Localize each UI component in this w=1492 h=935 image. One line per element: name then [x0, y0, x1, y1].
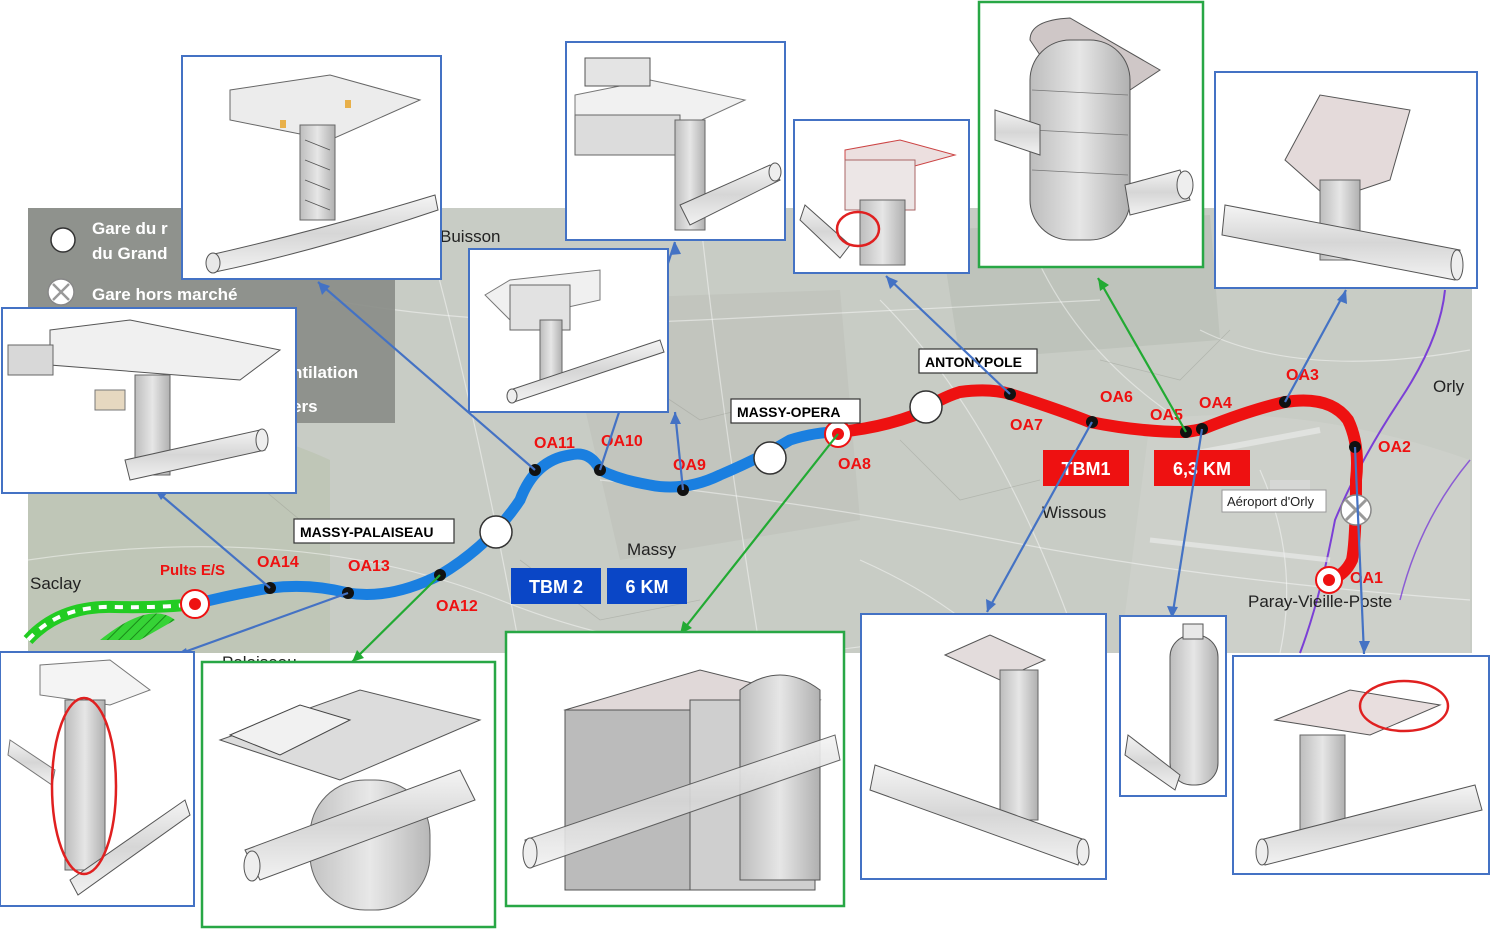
- legend-text-1: Gare du r: [92, 219, 168, 238]
- station-closed-airport: [1340, 494, 1372, 526]
- place-wissous: Wissous: [1042, 503, 1106, 522]
- station-name-antonypole: ANTONYPOLE: [925, 354, 1022, 370]
- label-oa6: OA6: [1100, 389, 1133, 406]
- station-name-boxes: MASSY-PALAISEAU MASSY-OPERA ANTONYPOLE: [293, 348, 1038, 544]
- render-panel-oa11: [181, 55, 442, 280]
- render-panel-oa3: [1214, 71, 1478, 289]
- station-markers: [180, 390, 1372, 619]
- green-line-section: [23, 598, 196, 645]
- tbm1-label: TBM1: [1062, 459, 1111, 479]
- tbm1-length: 6,3 KM: [1173, 459, 1231, 479]
- label-oa9: OA9: [673, 457, 706, 474]
- station-open-circle-icon: [50, 227, 76, 253]
- station-name-massy-opera: MASSY-OPERA: [737, 404, 840, 420]
- place-massy: Massy: [627, 540, 677, 559]
- highlight-ellipse: [1358, 679, 1450, 733]
- place-buisson: Buisson: [440, 227, 500, 246]
- leader-lines: [154, 241, 1370, 663]
- render-panel-oa9: [468, 248, 669, 413]
- airport-label: Aéroport d'Orly: [1227, 494, 1315, 509]
- place-paray: Paray-Vieille-Poste: [1248, 592, 1392, 611]
- label-oa12: OA12: [436, 598, 478, 615]
- label-oa11: OA11: [534, 435, 575, 452]
- render-panel-oa12: [200, 660, 497, 929]
- station-open-massy: [753, 441, 787, 475]
- render-panel-oa10: [565, 41, 786, 241]
- station-open-antonypole: [909, 390, 943, 424]
- airport-label-box: [1221, 489, 1327, 513]
- station-crossed-circle-icon: [47, 278, 75, 306]
- render-panel-oa5-top: [977, 0, 1205, 269]
- render-panel-oa2: [1232, 655, 1490, 875]
- label-oa13: OA13: [348, 558, 390, 575]
- tbm2-label: TBM 2: [529, 577, 583, 597]
- station-oa1: [1315, 566, 1343, 594]
- place-orly: Orly: [1433, 377, 1465, 396]
- station-puits-es: [180, 589, 210, 619]
- label-oa2: OA2: [1378, 439, 1411, 456]
- oa-labels: OA1 OA2 OA3 OA4 OA5 OA6 OA7 OA8 OA9 OA10…: [257, 367, 1411, 615]
- render-panel-oa14: [1, 307, 297, 494]
- render-panel-oa7: [860, 613, 1107, 880]
- render-panel-oa4: [1119, 615, 1227, 797]
- line-blue-tbm2: [189, 426, 844, 610]
- render-panel-oa8-top: [793, 119, 970, 274]
- label-oa7: OA7: [1010, 417, 1043, 434]
- station-name-massy-palaiseau: MASSY-PALAISEAU: [300, 524, 434, 540]
- legend-text-3: Gare hors marché: [92, 285, 238, 304]
- render-panel-oa13: [0, 651, 195, 907]
- legend-text-2: du Grand: [92, 244, 168, 263]
- highlight-ellipse: [50, 696, 118, 876]
- place-saclay: Saclay: [30, 574, 82, 593]
- label-oa1: OA1: [1350, 570, 1383, 587]
- tbm-boxes: TBM 2 6 KM TBM1 6,3 KM: [511, 450, 1250, 604]
- station-name-puits: Pults E/S: [160, 562, 225, 579]
- label-oa4: OA4: [1199, 395, 1232, 412]
- render-panel-oa8: [504, 630, 846, 908]
- label-oa14: OA14: [257, 554, 299, 571]
- label-oa5: OA5: [1150, 407, 1183, 424]
- tbm2-length: 6 KM: [625, 577, 668, 597]
- legend-text-5: ers: [292, 397, 318, 416]
- label-oa3: OA3: [1286, 367, 1319, 384]
- highlight-ellipse: [835, 210, 881, 248]
- label-oa8: OA8: [838, 456, 871, 473]
- legend-text-4: ntilation: [292, 363, 358, 382]
- station-open-massy-palaiseau: [479, 515, 513, 549]
